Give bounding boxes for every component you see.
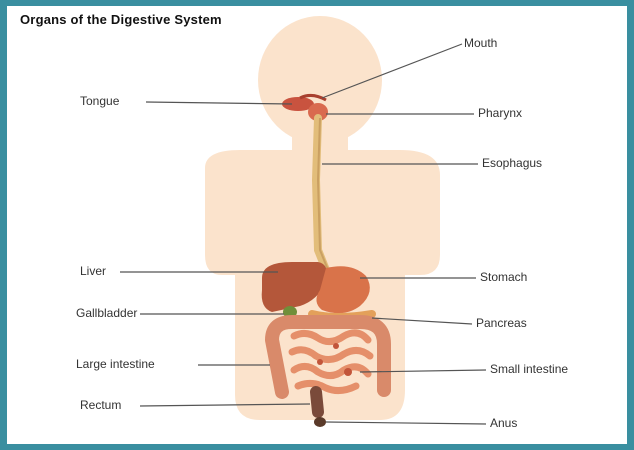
label-pharynx: Pharynx — [478, 106, 522, 120]
label-liver: Liver — [80, 264, 106, 278]
label-mouth: Mouth — [464, 36, 497, 50]
rectum-shape — [316, 392, 318, 412]
label-pancreas: Pancreas — [476, 316, 527, 330]
label-gallbladder: Gallbladder — [76, 306, 137, 320]
label-anus: Anus — [490, 416, 517, 430]
label-tongue: Tongue — [80, 94, 119, 108]
label-large-intestine: Large intestine — [76, 357, 155, 371]
diagram-title: Organs of the Digestive System — [20, 12, 222, 27]
label-small-intestine: Small intestine — [490, 362, 568, 376]
label-stomach: Stomach — [480, 270, 527, 284]
label-esophagus: Esophagus — [482, 156, 542, 170]
anus-shape — [314, 417, 326, 427]
label-rectum: Rectum — [80, 398, 121, 412]
